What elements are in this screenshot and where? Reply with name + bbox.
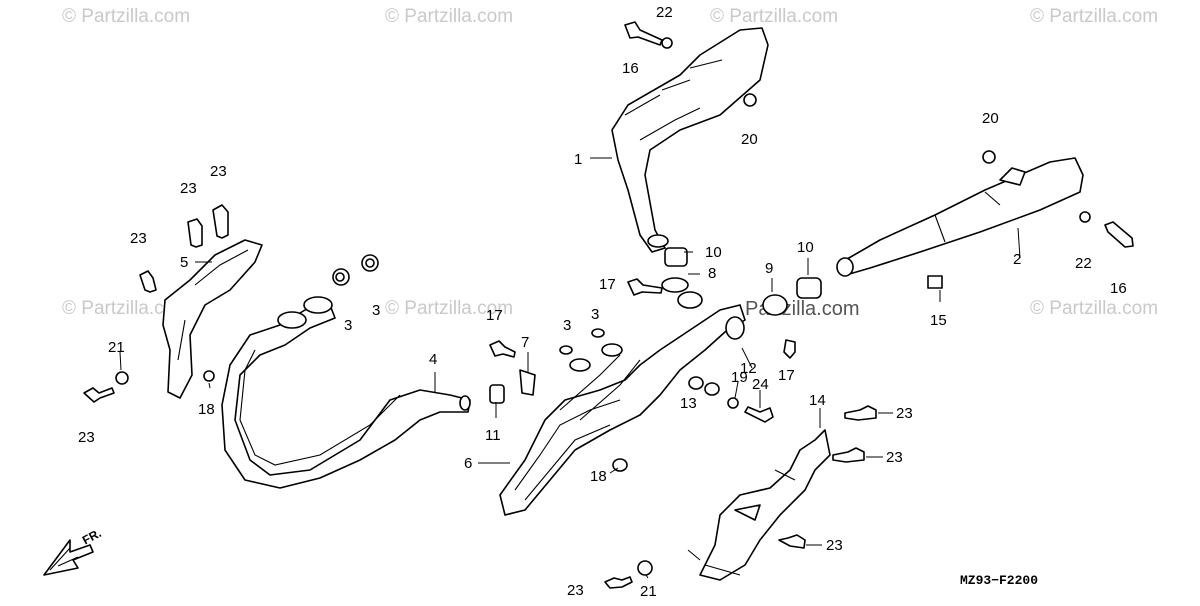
exhaust-collector[interactable] <box>499 291 746 516</box>
callout-23[interactable]: 23 <box>130 230 147 247</box>
callout-21[interactable]: 21 <box>640 583 657 600</box>
watermark: © Partzilla.com <box>62 6 191 27</box>
callout-3[interactable]: 3 <box>372 302 381 319</box>
callout-23[interactable]: 23 <box>886 449 903 466</box>
callout-24[interactable]: 24 <box>752 376 769 393</box>
callout-18[interactable]: 18 <box>198 401 215 418</box>
callout-20[interactable]: 20 <box>982 110 999 127</box>
callout-23[interactable]: 23 <box>567 582 584 599</box>
watermark: © Partzilla.com <box>62 298 191 319</box>
callout-22[interactable]: 22 <box>1075 255 1092 272</box>
callout-1[interactable]: 1 <box>574 151 583 168</box>
callout-5[interactable]: 5 <box>180 254 189 271</box>
callout-17[interactable]: 17 <box>778 367 795 384</box>
watermark: © Partzilla.com <box>1030 6 1159 27</box>
callout-23[interactable]: 23 <box>210 163 227 180</box>
callout-3[interactable]: 3 <box>344 317 353 334</box>
callout-22[interactable]: 22 <box>656 4 673 21</box>
muffler-right-lower[interactable] <box>836 157 1084 277</box>
callout-23[interactable]: 23 <box>826 537 843 554</box>
callout-11[interactable]: 11 <box>485 427 501 444</box>
callout-23[interactable]: 23 <box>78 429 95 446</box>
diagram-code: MZ93−F2200 <box>960 573 1039 588</box>
callout-9[interactable]: 9 <box>765 260 774 277</box>
callout-16[interactable]: 16 <box>1110 280 1127 297</box>
exhaust-lower-joint[interactable] <box>699 429 831 581</box>
watermark: © Partzilla.com <box>1030 298 1159 319</box>
callout-23[interactable]: 23 <box>896 405 913 422</box>
callout-19[interactable]: 19 <box>731 369 748 386</box>
callout-17[interactable]: 17 <box>599 276 616 293</box>
watermark: © Partzilla.com <box>385 6 514 27</box>
callout-23[interactable]: 23 <box>180 180 197 197</box>
callout-14[interactable]: 14 <box>809 392 826 409</box>
callout-15[interactable]: 15 <box>930 312 947 329</box>
callout-20[interactable]: 20 <box>741 131 758 148</box>
watermark: © Partzilla.com <box>385 298 514 319</box>
front-direction-arrow <box>43 539 94 576</box>
callout-12[interactable]: 12 <box>740 360 757 377</box>
heat-shield-bracket[interactable] <box>162 239 263 399</box>
callout-3[interactable]: 3 <box>563 317 572 334</box>
callout-13[interactable]: 13 <box>680 395 697 412</box>
callout-8[interactable]: 8 <box>708 265 717 282</box>
callout-16[interactable]: 16 <box>622 60 639 77</box>
callout-21[interactable]: 21 <box>108 339 125 356</box>
callout-4[interactable]: 4 <box>429 351 438 368</box>
callout-10[interactable]: 10 <box>705 244 722 261</box>
callout-7[interactable]: 7 <box>521 334 530 351</box>
callout-2[interactable]: 2 <box>1013 251 1022 268</box>
callout-10[interactable]: 10 <box>797 239 814 256</box>
callout-17[interactable]: 17 <box>486 307 503 324</box>
watermark: © Partzilla.com <box>710 6 839 27</box>
callout-6[interactable]: 6 <box>464 455 473 472</box>
callout-3[interactable]: 3 <box>591 306 600 323</box>
small-fasteners <box>83 21 1134 589</box>
callout-18[interactable]: 18 <box>590 468 607 485</box>
muffler-right-upper[interactable] <box>611 27 769 253</box>
exhaust-pipe-left[interactable] <box>221 296 471 489</box>
leader-lines <box>119 157 1021 579</box>
